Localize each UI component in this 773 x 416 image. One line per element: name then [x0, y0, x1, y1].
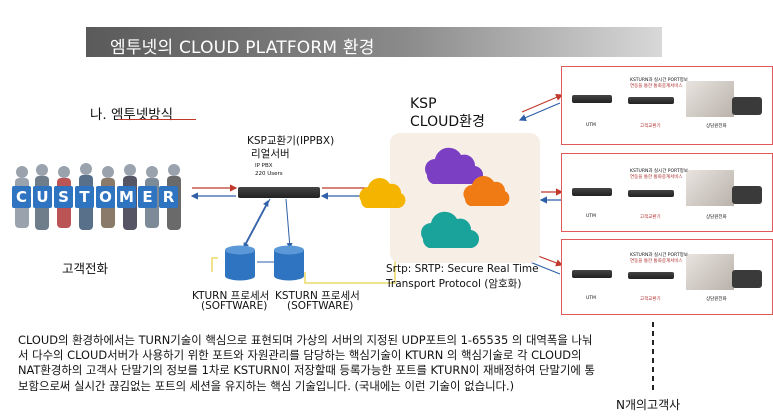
- ippbx-label-1: KSP교환기(IPPBX): [247, 135, 335, 147]
- panel-center-label: 상담원전화: [706, 124, 727, 129]
- ksturn-label-1: KSTURN 프로세서: [275, 290, 360, 302]
- cloud-env-line2: CLOUD환경: [410, 114, 485, 130]
- purple-cloud-icon: [425, 147, 484, 185]
- utm-device: [572, 188, 612, 196]
- agent-photo: [686, 170, 734, 206]
- customer-letter: O: [96, 186, 115, 208]
- yellow-cloud-icon: [359, 178, 406, 208]
- panel-note-2: 연동을 통한 통화중계서비스: [630, 84, 683, 89]
- section-underline: [118, 119, 196, 120]
- panel-center-label: 상담원전화: [706, 297, 727, 302]
- database-icon: [274, 245, 304, 281]
- customer-site-panel: KSTURN과 실시간 PORT정보 연동을 통한 통화중계서비스 UTM 고객…: [561, 66, 773, 145]
- customer-site-panel: KSTURN과 실시간 PORT정보 연동을 통한 통화중계서비스 UTM 고객…: [561, 153, 773, 232]
- customer-letter: S: [54, 186, 73, 208]
- srtp-label-2: Transport Protocol (암호화): [386, 278, 522, 290]
- teal-cloud-icon: [421, 211, 480, 249]
- panel-utm-label: UTM: [586, 123, 596, 128]
- ippbx-spec-2: 220 Users: [255, 171, 283, 177]
- switch-device: [628, 190, 674, 197]
- customer-graphic: C U S T O M E R: [8, 160, 188, 240]
- customer-phone-label: 고객전화: [62, 261, 109, 276]
- customer-letter: T: [75, 186, 94, 208]
- description-text: CLOUD의 환경하에서는 TURN기술이 핵심으로 표현되며 가상의 서버의 …: [18, 333, 596, 393]
- agent-photo: [686, 81, 734, 117]
- desk-phone-icon: [732, 97, 762, 115]
- ippbx-server: [238, 187, 320, 198]
- panel-switch-label: 고객교환기: [640, 297, 661, 302]
- ippbx-label-2: 리얼서버: [251, 148, 290, 160]
- utm-device: [572, 270, 612, 278]
- panel-note-1: KSTURN과 실시간 PORT정보: [630, 253, 688, 258]
- cloud-env-label: KSP CLOUD환경: [410, 95, 485, 131]
- page-title: 엠투넷의 CLOUD PLATFORM 환경: [110, 38, 375, 58]
- customer-letter: E: [138, 186, 157, 208]
- kturn-label-1: KTURN 프로세서: [192, 290, 270, 302]
- ksturn-database: [273, 245, 305, 281]
- customer-letter: R: [159, 186, 178, 208]
- title-bar: [86, 27, 662, 57]
- switch-device: [628, 97, 674, 104]
- kturn-database: [224, 245, 256, 281]
- panel-switch-label: 고객교환기: [640, 215, 661, 220]
- srtp-label-1: Srtp: SRTP: Secure Real Time: [386, 263, 539, 275]
- cloud-cluster: [359, 147, 510, 249]
- orange-cloud-icon: [463, 176, 510, 206]
- n-customers-label: N개의고객사: [616, 398, 681, 412]
- panel-center-label: 상담원전화: [706, 215, 727, 220]
- switch-device: [628, 272, 674, 279]
- panel-utm-label: UTM: [586, 214, 596, 219]
- utm-device: [572, 95, 612, 103]
- agent-photo: [686, 254, 734, 290]
- panel-note-1: KSTURN과 실시간 PORT정보: [630, 169, 688, 174]
- panel-note-2: 연동을 통한 통화중계서비스: [630, 259, 683, 264]
- desk-phone-icon: [732, 186, 762, 204]
- kturn-label-2: (SOFTWARE): [201, 300, 268, 312]
- customer-site-panel: KSTURN과 실시간 PORT정보 연동을 통한 통화중계서비스 UTM 고객…: [561, 239, 773, 315]
- customer-letter: U: [33, 186, 52, 208]
- customer-letters: C U S T O M E R: [12, 186, 178, 208]
- customer-letter: M: [117, 186, 136, 208]
- cloud-env-line1: KSP: [410, 96, 437, 112]
- customer-letter: C: [12, 186, 31, 208]
- panel-switch-label: 고객교환기: [640, 124, 661, 129]
- panel-utm-label: UTM: [586, 296, 596, 301]
- database-icon: [225, 245, 255, 281]
- panel-note-1: KSTURN과 실시간 PORT정보: [630, 78, 688, 83]
- ksturn-label-2: (SOFTWARE): [287, 300, 354, 312]
- panel-note-2: 연동을 통한 통화중계서비스: [630, 175, 683, 180]
- desk-phone-icon: [732, 270, 762, 288]
- ippbx-spec-1: IP PBX: [255, 163, 273, 169]
